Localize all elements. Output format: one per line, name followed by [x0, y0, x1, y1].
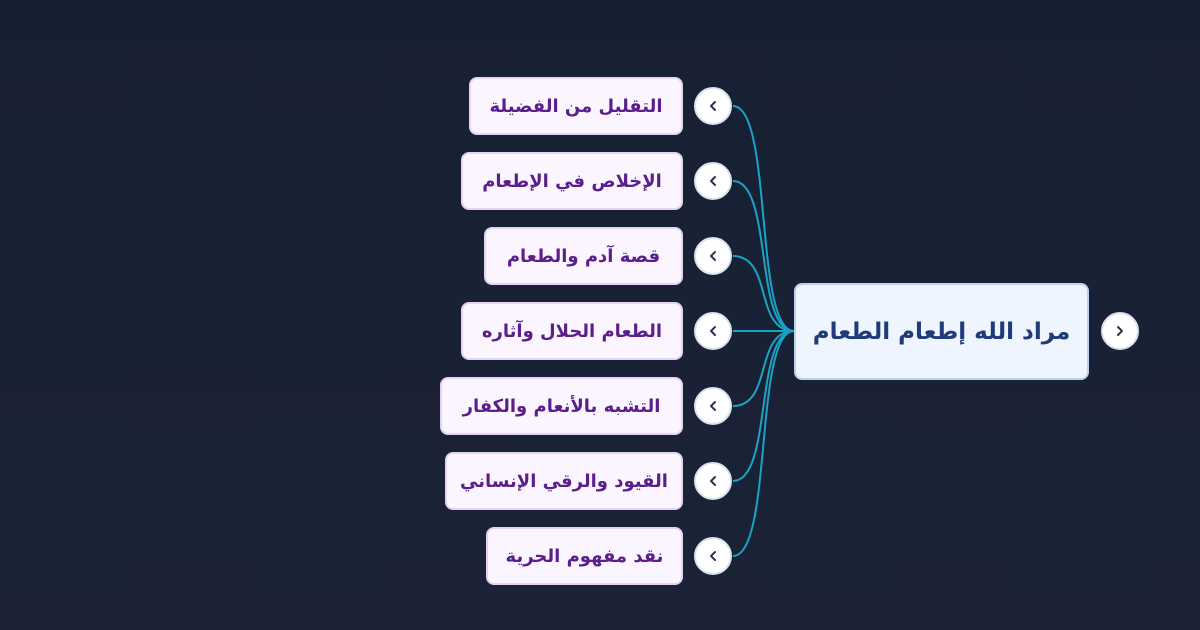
child-node-label: نقد مفهوم الحرية: [505, 545, 664, 567]
connector-line-6: [732, 330, 795, 482]
root-node[interactable]: مراد الله إطعام الطعام: [794, 283, 1089, 380]
child-toggle-button-4[interactable]: [694, 312, 732, 350]
child-toggle-button-1[interactable]: [694, 87, 732, 125]
chevron-left-icon: [710, 251, 716, 261]
child-toggle-button-2[interactable]: [694, 162, 732, 200]
chevron-left-icon: [710, 176, 716, 186]
chevron-right-icon: [1117, 326, 1123, 336]
child-node-2[interactable]: الإخلاص في الإطعام: [461, 152, 683, 210]
child-node-5[interactable]: التشبه بالأنعام والكفار: [440, 377, 683, 435]
connector-line-3: [732, 255, 795, 332]
chevron-left-icon: [710, 326, 716, 336]
child-node-label: الإخلاص في الإطعام: [482, 170, 662, 192]
connector-line-7: [732, 330, 795, 557]
child-node-3[interactable]: قصة آدم والطعام: [484, 227, 683, 285]
child-node-1[interactable]: التقليل من الفضيلة: [469, 77, 683, 135]
chevron-left-icon: [710, 101, 716, 111]
child-node-label: الطعام الحلال وآثاره: [481, 320, 663, 342]
child-toggle-button-7[interactable]: [694, 537, 732, 575]
child-node-label: قصة آدم والطعام: [506, 245, 661, 267]
child-node-7[interactable]: نقد مفهوم الحرية: [486, 527, 683, 585]
child-toggle-button-3[interactable]: [694, 237, 732, 275]
connector-line-1: [732, 105, 795, 332]
chevron-left-icon: [710, 476, 716, 486]
connector-line-2: [732, 180, 795, 332]
child-node-6[interactable]: القيود والرقي الإنساني: [445, 452, 683, 510]
chevron-left-icon: [710, 401, 716, 411]
root-node-label: مراد الله إطعام الطعام: [812, 318, 1071, 345]
chevron-left-icon: [710, 551, 716, 561]
child-node-label: التشبه بالأنعام والكفار: [462, 395, 661, 417]
child-node-4[interactable]: الطعام الحلال وآثاره: [461, 302, 683, 360]
child-node-label: القيود والرقي الإنساني: [460, 470, 668, 492]
connector-line-5: [732, 330, 795, 407]
child-toggle-button-6[interactable]: [694, 462, 732, 500]
child-toggle-button-5[interactable]: [694, 387, 732, 425]
child-node-label: التقليل من الفضيلة: [489, 95, 663, 117]
root-toggle-button[interactable]: [1101, 312, 1139, 350]
